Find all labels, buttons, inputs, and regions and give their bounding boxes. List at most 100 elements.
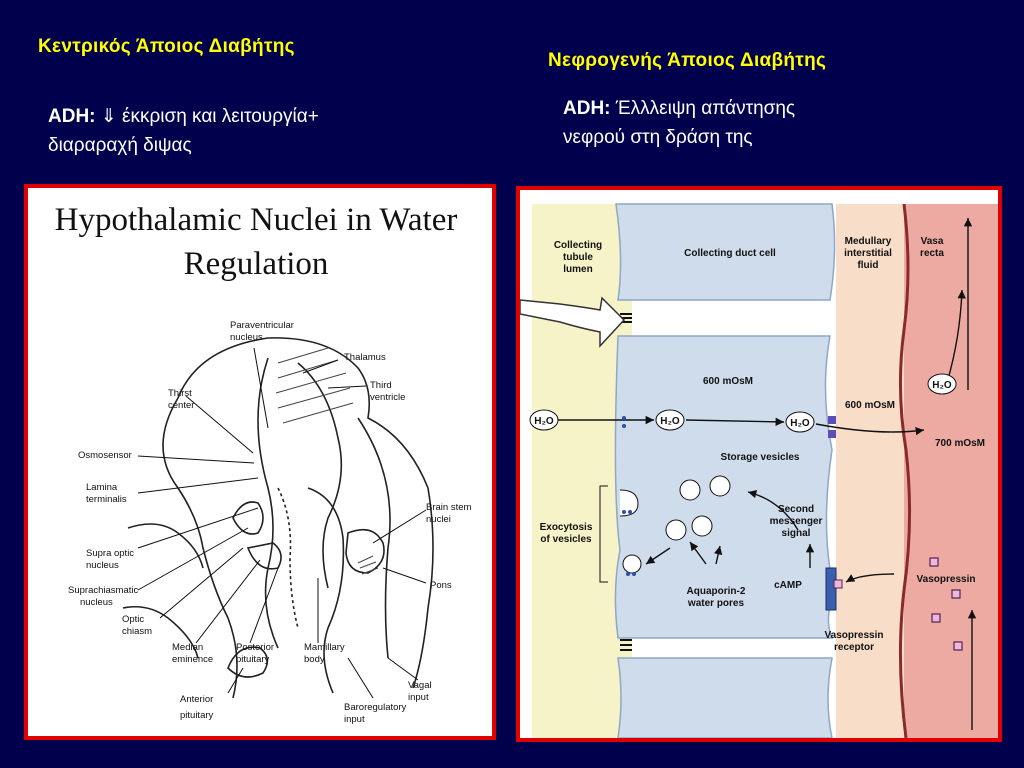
label-lamina-terminalis: terminalis bbox=[86, 494, 127, 505]
label-aquaporin: Aquaporin-2 bbox=[687, 586, 746, 597]
label-fluid: fluid bbox=[857, 260, 878, 271]
label-anterior-pituitary: pituitary bbox=[180, 710, 214, 721]
label-signal: signal bbox=[782, 528, 811, 539]
label-third: Third bbox=[370, 380, 392, 391]
label-storage-vesicles: Storage vesicles bbox=[721, 452, 800, 463]
lower-cell bbox=[617, 657, 833, 739]
storage-vesicle-group bbox=[619, 475, 731, 574]
nephrogenic-di-description: ADH: Έλλλειψη απάντησης νεφρού στη δράση… bbox=[563, 94, 795, 152]
label-camp: cAMP bbox=[774, 580, 802, 591]
h2o-vasa-recta: H₂O bbox=[927, 373, 957, 395]
storage-vesicle bbox=[691, 515, 713, 537]
label-baroregulatory-input: input bbox=[344, 714, 365, 725]
hypothalamus-diagram: Hypothalamic Nuclei in Water Regulation bbox=[55, 202, 472, 725]
central-di-title: Κεντρικός Άποιος Διαβήτης bbox=[38, 36, 295, 57]
hypothalamus-figure: Hypothalamic Nuclei in Water Regulation bbox=[24, 184, 496, 740]
svg-text:H₂O: H₂O bbox=[660, 416, 680, 427]
label-median: Median bbox=[172, 642, 203, 653]
storage-vesicle bbox=[665, 519, 687, 541]
label-third-ventricle: ventricle bbox=[370, 392, 405, 403]
figure-title-line1: Hypothalamic Nuclei in Water bbox=[55, 202, 458, 238]
label-brain-stem: Brain stem bbox=[426, 502, 471, 513]
label-thalamus: Thalamus bbox=[344, 352, 386, 363]
svg-text:H₂O: H₂O bbox=[932, 380, 952, 391]
label-of-vesicles: of vesicles bbox=[540, 534, 592, 545]
h2o-cell-2: H₂O bbox=[785, 411, 815, 433]
central-di-line1: ⇓ έκκριση και λειτουργία+ bbox=[100, 106, 319, 127]
hatching bbox=[275, 347, 379, 575]
water-molecules: H₂O H₂O H₂O H₂O bbox=[529, 373, 957, 433]
label-paraventricular-nucleus: nucleus bbox=[230, 332, 263, 343]
label-exocytosis: Exocytosis bbox=[540, 522, 593, 533]
label-thirst-center: center bbox=[168, 400, 194, 411]
svg-text:H₂O: H₂O bbox=[790, 418, 810, 429]
brain-outline bbox=[122, 337, 434, 699]
vasopressin-receptor bbox=[825, 567, 837, 611]
label-suprachiasmatic: Suprachiasmatic bbox=[68, 585, 138, 596]
label-brain-stem-nuclei: nuclei bbox=[426, 514, 451, 525]
exocytosis-membrane bbox=[619, 489, 639, 517]
label-messenger: messenger bbox=[770, 516, 823, 527]
label-vagal: Vagal bbox=[408, 680, 432, 691]
interstitial-zone bbox=[836, 204, 904, 738]
label-mamillary-body: body bbox=[304, 654, 325, 665]
central-di-description: ADH: ⇓ έκκριση και λειτουργία+ διαραραχή… bbox=[48, 102, 319, 160]
h2o-lumen: H₂O bbox=[529, 409, 559, 431]
h2o-cell-1: H₂O bbox=[655, 409, 685, 431]
label-second: Second bbox=[778, 504, 814, 515]
label-tubule: tubule bbox=[563, 252, 593, 263]
label-osmosensor: Osmosensor bbox=[78, 450, 132, 461]
storage-vesicle bbox=[679, 479, 701, 501]
adh-label-right: ADH: bbox=[563, 98, 611, 119]
label-mamillary: Mamillary bbox=[304, 642, 345, 653]
label-lamina: Lamina bbox=[86, 482, 118, 493]
exocytosis-vesicle bbox=[622, 554, 642, 574]
label-vasopressin: Vasopressin bbox=[917, 574, 976, 585]
label-water-pores: water pores bbox=[687, 598, 745, 609]
hypothalamus-labels: Paraventricular nucleus Thalamus Thirst … bbox=[68, 320, 471, 725]
label-vagal-input: input bbox=[408, 692, 429, 703]
figure-title-line2: Regulation bbox=[184, 246, 329, 282]
label-thirst: Thirst bbox=[168, 388, 192, 399]
label-lumen: lumen bbox=[563, 264, 592, 275]
vasopressin-molecules bbox=[929, 557, 963, 651]
label-supra-optic-nucleus: nucleus bbox=[86, 560, 119, 571]
central-di-line2: διαραραχή διψας bbox=[48, 135, 192, 156]
label-vasopressin-receptor-2: receptor bbox=[834, 642, 874, 653]
water-flow-arrows bbox=[556, 218, 977, 730]
svg-text:H₂O: H₂O bbox=[534, 416, 554, 427]
storage-vesicle bbox=[709, 475, 731, 497]
collecting-duct-figure: Collecting tubule lumen Collecting duct … bbox=[516, 186, 1002, 742]
label-suprachiasmatic-nucleus: nucleus bbox=[80, 597, 113, 608]
label-optic: Optic bbox=[122, 614, 144, 625]
duct-labels: Collecting tubule lumen Collecting duct … bbox=[540, 236, 985, 653]
membrane-channel-marker bbox=[828, 430, 836, 438]
nephrogenic-di-title: Νεφρογενής Άποιος Διαβήτης bbox=[548, 50, 827, 71]
label-optic-chiasm: chiasm bbox=[122, 626, 152, 637]
label-interstitial: interstitial bbox=[844, 248, 892, 259]
label-posterior-pituitary: pituitary bbox=[236, 654, 270, 665]
label-supra-optic: Supra optic bbox=[86, 548, 134, 559]
nephrogenic-di-line1: Έλλλειψη απάντησης bbox=[615, 98, 796, 119]
exocytosis-bracket bbox=[599, 485, 608, 583]
label-recta: recta bbox=[920, 248, 944, 259]
label-medullary: Medullary bbox=[845, 236, 892, 247]
leader-lines bbox=[137, 347, 427, 699]
nephrogenic-di-line2: νεφρού στη δράση της bbox=[563, 127, 753, 148]
upper-cell bbox=[615, 203, 836, 301]
label-paraventricular: Paraventricular bbox=[230, 320, 294, 331]
aquaporin-dots bbox=[622, 416, 636, 576]
vasa-recta-zone bbox=[904, 204, 998, 738]
label-pons: Pons bbox=[430, 580, 452, 591]
label-vasopressin-receptor-1: Vasopressin bbox=[825, 630, 884, 641]
inflow-arrow bbox=[519, 296, 626, 348]
membrane-channel-marker bbox=[828, 416, 836, 424]
bound-vasopressin bbox=[833, 579, 843, 589]
label-anterior: Anterior bbox=[180, 694, 213, 705]
label-collecting: Collecting bbox=[554, 240, 602, 251]
label-600-cell: 600 mOsM bbox=[703, 376, 753, 387]
label-vasa: Vasa bbox=[921, 236, 944, 247]
label-collecting-duct-cell: Collecting duct cell bbox=[684, 248, 776, 259]
label-median-eminence: eminence bbox=[172, 654, 213, 665]
label-600-interstitial: 600 mOsM bbox=[845, 400, 895, 411]
